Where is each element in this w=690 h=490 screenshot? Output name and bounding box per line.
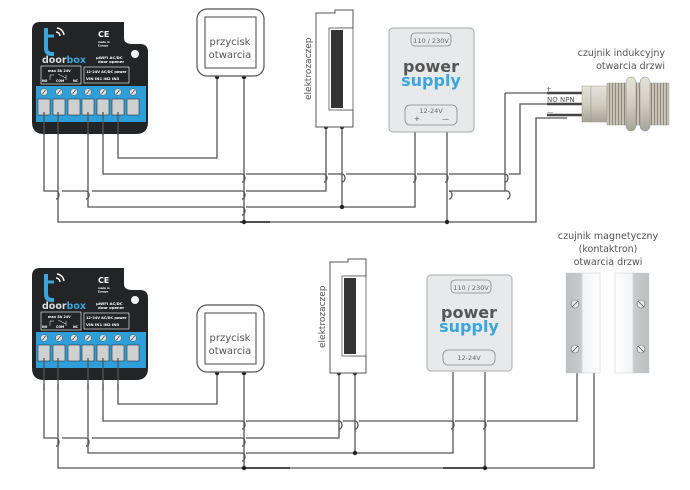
power-label: 12-24V AC/DC power — [86, 70, 127, 74]
wire-in2-sensor — [102, 103, 567, 183]
wire-in3-button — [117, 77, 218, 159]
made-in-label: made in — [98, 40, 110, 44]
sensor-label-line1: czujnik indukcyjny — [578, 48, 666, 59]
doorbox-logo-icon — [44, 27, 65, 56]
relay-rating: max 5A 24V — [48, 69, 71, 73]
relay-pin-no: NO — [42, 325, 48, 329]
power-pins: VIN IN1 IN2 IN3 — [86, 322, 120, 327]
electric-strike: elektrozaczep — [318, 258, 367, 374]
power-box — [83, 66, 130, 84]
doorbox-controller: CE made in Europe doorbox µWiFi AC/DC do… — [32, 22, 148, 134]
psu-word-power: power — [441, 303, 497, 322]
wire-com-psu-minus — [57, 128, 447, 223]
sensor-label-line3: otwarcia drzwi — [574, 257, 643, 268]
button-label-line2: otwarcia — [209, 50, 252, 61]
terminal-block — [36, 86, 146, 122]
psu-output-label: 12-24V — [419, 107, 443, 115]
relay-pin-com: COM — [56, 325, 64, 329]
ce-mark: CE — [98, 276, 109, 285]
sensor-label-line2: otwarcia drzwi — [596, 61, 665, 72]
made-in-label: made in — [98, 286, 110, 290]
door-open-button: przycisk otwarcia — [196, 8, 265, 77]
psu-input-label: 110 / 230V — [413, 37, 449, 45]
mount-hole — [131, 296, 139, 304]
magnet-body — [614, 272, 650, 374]
sensor-pin-minus: — — [547, 108, 554, 116]
wires — [43, 372, 595, 469]
wire-in3-button — [117, 373, 218, 405]
power-supply: 110 / 230V power supply 12-24V + — — [388, 27, 475, 133]
strike-label: elektrozaczep — [304, 37, 314, 100]
doorbox-logo-icon — [44, 273, 65, 302]
doorbox-controller: CE made in Europe doorbox µWiFi AC/DC do… — [32, 268, 148, 380]
button-label-line2: otwarcia — [209, 346, 252, 357]
reed-switch-body — [565, 272, 601, 374]
power-label: 12-24V AC/DC power — [86, 316, 127, 320]
sensor-pin-plus: + — [546, 85, 551, 93]
power-supply: 110 / 230V power supply 12-24V — [426, 274, 513, 372]
psu-plus: + — [414, 115, 420, 123]
inductive-sensor: czujnik indukcyjny otwarcia drzwi + NO N… — [546, 48, 670, 132]
sensor-label-line2: (kontaktron) — [579, 244, 638, 255]
button-label-line1: przycisk — [210, 37, 251, 48]
relay-pin-nc: NC — [73, 325, 79, 329]
europe-label: Europe — [98, 290, 109, 294]
wire-com-psu — [57, 372, 595, 469]
product-line1: µWiFi AC/DC — [96, 55, 123, 60]
psu-word-supply: supply — [439, 317, 499, 336]
brand-name: doorbox — [42, 55, 86, 66]
electric-strike: elektrozaczep — [304, 9, 354, 128]
diagram-inductive-sensor: CE made in Europe doorbox µWiFi AC/DC do… — [32, 8, 670, 225]
magnetic-reed-sensor: czujnik magnetyczny (kontaktron) otwarci… — [558, 231, 659, 374]
relay-pin-no: NO — [42, 79, 48, 83]
power-pins: VIN IN1 IN2 IN3 — [86, 76, 120, 81]
relay-rating: max 5A 24V — [48, 315, 71, 319]
wire-vin-psu-plus — [87, 128, 416, 216]
strike-label: elektrozaczep — [318, 285, 328, 348]
relay-pin-nc: NC — [73, 79, 79, 83]
wire-no-strike — [43, 127, 327, 200]
wire-in2-sensor — [102, 372, 578, 430]
ce-mark: CE — [98, 30, 109, 39]
psu-output-label: 12-24V — [457, 354, 481, 362]
europe-label: Europe — [98, 44, 109, 48]
relay-box — [40, 65, 82, 85]
wire-no-strike — [43, 373, 340, 447]
wires — [43, 77, 567, 223]
button-label-line1: przycisk — [210, 333, 251, 344]
product-line1: µWiFi AC/DC — [96, 301, 123, 306]
brand-name: doorbox — [42, 301, 86, 312]
relay-pin-com: COM — [56, 79, 64, 83]
wire-vin-psu — [87, 372, 454, 462]
sensor-label-line1: czujnik magnetyczny — [558, 231, 659, 242]
diagram-magnetic-sensor: CE made in Europe doorbox µWiFi AC/DC do… — [32, 231, 659, 471]
psu-minus: — — [442, 115, 449, 123]
wire-psu-minus-sensor — [447, 117, 567, 223]
psu-word-power: power — [403, 57, 459, 76]
product-line2: door opener — [98, 59, 124, 64]
terminal-block — [36, 332, 146, 368]
mount-hole — [131, 50, 139, 58]
door-open-button: przycisk otwarcia — [196, 304, 265, 373]
product-line2: door opener — [98, 305, 124, 310]
sensor-pin-npn: NO NPN — [547, 96, 575, 104]
psu-input-label: 110 / 230V — [453, 284, 489, 292]
psu-word-supply: supply — [401, 71, 461, 90]
